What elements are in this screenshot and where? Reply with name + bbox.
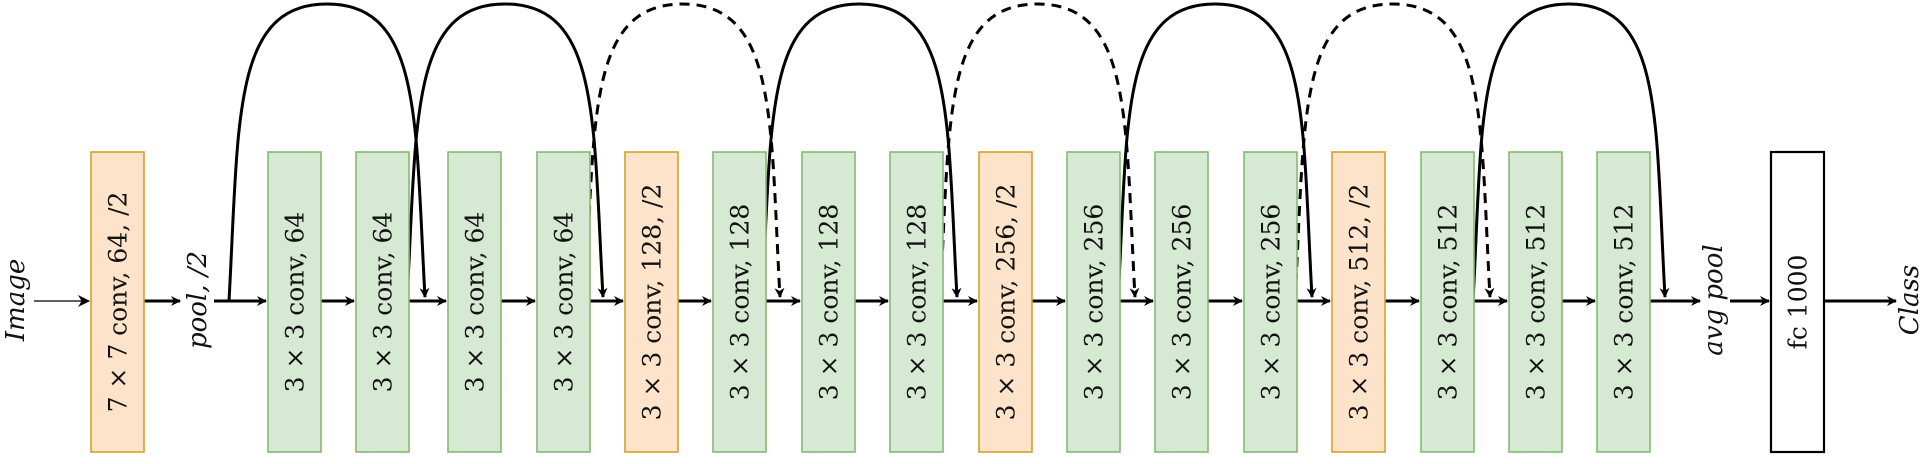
layer-label: 3 × 3 conv, 128 xyxy=(726,204,755,401)
layer-label: 7 × 7 conv, 64, /2 xyxy=(104,192,133,413)
layer-label: 3 × 3 conv, 128 xyxy=(815,204,844,401)
layer-label: 3 × 3 conv, 512, /2 xyxy=(1345,184,1374,421)
layer-block xyxy=(801,151,856,453)
layer-label: 3 × 3 conv, 64 xyxy=(461,212,490,393)
projection-skip-connection xyxy=(583,2,785,302)
identity-skip-connection xyxy=(1471,2,1670,302)
layer-blocks: 7 × 7 conv, 64, /2 3 × 3 conv, 64 3 × 3 co… xyxy=(90,150,1826,454)
input-label: Image xyxy=(1,259,31,342)
skip-connections xyxy=(227,2,1670,302)
layer-block xyxy=(1508,151,1563,453)
layer-block xyxy=(355,151,410,453)
layer-label: fc 1000 xyxy=(1784,255,1813,350)
layer-label: 3 × 3 conv, 256 xyxy=(1080,204,1109,401)
layer-label: 3 × 3 conv, 64 xyxy=(550,212,579,393)
avg-pool-label: avg pool xyxy=(1699,244,1729,355)
layer-block xyxy=(1331,151,1386,453)
layer-block xyxy=(712,151,767,453)
layer-block xyxy=(1066,151,1121,453)
layer-block xyxy=(889,151,944,453)
layer-label: 3 × 3 conv, 256, /2 xyxy=(992,184,1021,421)
layer-block xyxy=(1154,151,1209,453)
layer-block xyxy=(1769,150,1826,454)
layer-block xyxy=(267,151,322,453)
layer-block xyxy=(1420,151,1475,453)
identity-skip-connection xyxy=(760,2,962,302)
layer-block xyxy=(536,151,591,453)
layer-block xyxy=(447,151,502,453)
layer-block xyxy=(1243,151,1298,453)
layer-block xyxy=(978,151,1033,453)
layer-label: 3 × 3 conv, 256 xyxy=(1257,204,1286,401)
identity-skip-connection xyxy=(1116,2,1317,302)
layer-label: 3 × 3 conv, 512 xyxy=(1522,204,1551,401)
layer-block xyxy=(1596,151,1651,453)
layer-label: 3 × 3 conv, 128, /2 xyxy=(638,184,667,421)
layer-block xyxy=(90,151,145,453)
output-label: Class xyxy=(1895,265,1920,335)
layer-label: 3 × 3 conv, 128 xyxy=(903,204,932,401)
layer-label: 3 × 3 conv, 64 xyxy=(369,212,398,393)
identity-skip-connection xyxy=(405,2,608,302)
layer-label: 3 × 3 conv, 512 xyxy=(1610,204,1639,401)
layer-block xyxy=(624,151,679,453)
pool-label: pool, /2 xyxy=(183,251,213,349)
identity-skip-connection xyxy=(227,2,430,302)
layer-label: 3 × 3 conv, 64 xyxy=(281,212,310,393)
layer-label: 3 × 3 conv, 256 xyxy=(1168,204,1197,401)
layer-label: 3 × 3 conv, 512 xyxy=(1434,204,1463,401)
